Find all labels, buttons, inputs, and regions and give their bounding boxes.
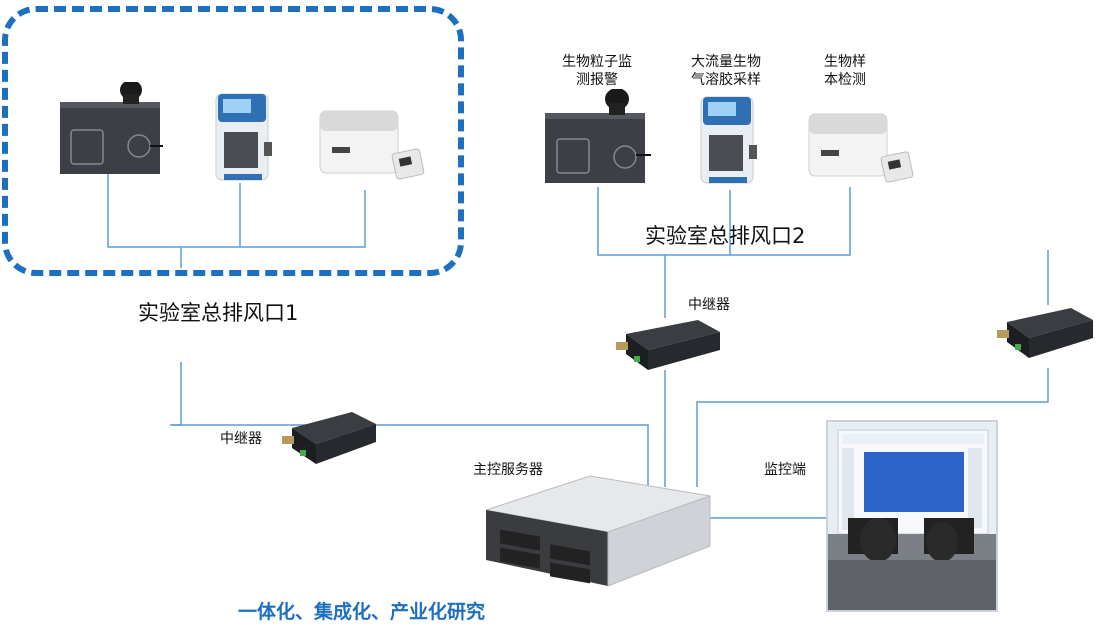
label-exhaust-2: 实验室总排风口2 — [645, 224, 806, 248]
sample-detector-device-2 — [808, 113, 914, 183]
label-repeater-top: 中继器 — [688, 297, 730, 313]
main-server-device — [485, 475, 711, 587]
wire-right-to-server — [696, 368, 1049, 487]
repeater-device-top — [616, 320, 720, 370]
aerosol-sampler-device-2 — [700, 96, 757, 184]
wire-group2-bus — [597, 187, 851, 256]
label-sample-detect: 生物样 本检测 — [824, 54, 866, 88]
label-particle-alarm: 生物粒子监 测报警 — [562, 54, 632, 88]
label-exhaust-1: 实验室总排风口1 — [138, 301, 299, 325]
sample-detector-device-1 — [319, 110, 425, 180]
footer-caption: 一体化、集成化、产业化研究 — [238, 601, 486, 623]
aerosol-sampler-device-1 — [215, 93, 272, 181]
label-aerosol-sampler: 大流量生物 气溶胶采样 — [691, 54, 761, 88]
wire-left-vertical — [170, 362, 182, 426]
group-box-exhaust-1 — [2, 6, 464, 276]
label-repeater-left: 中继器 — [220, 431, 262, 447]
repeater-device-left — [282, 412, 376, 464]
particle-monitor-device-2 — [545, 89, 651, 183]
label-monitor-end: 监控端 — [764, 462, 806, 478]
monitoring-screen-illustration — [828, 422, 996, 610]
label-main-server: 主控服务器 — [473, 462, 543, 478]
repeater-device-right — [997, 308, 1093, 358]
particle-monitor-device-1 — [60, 82, 163, 174]
wire-group1-bus — [107, 168, 366, 248]
monitoring-station-image — [826, 420, 998, 612]
